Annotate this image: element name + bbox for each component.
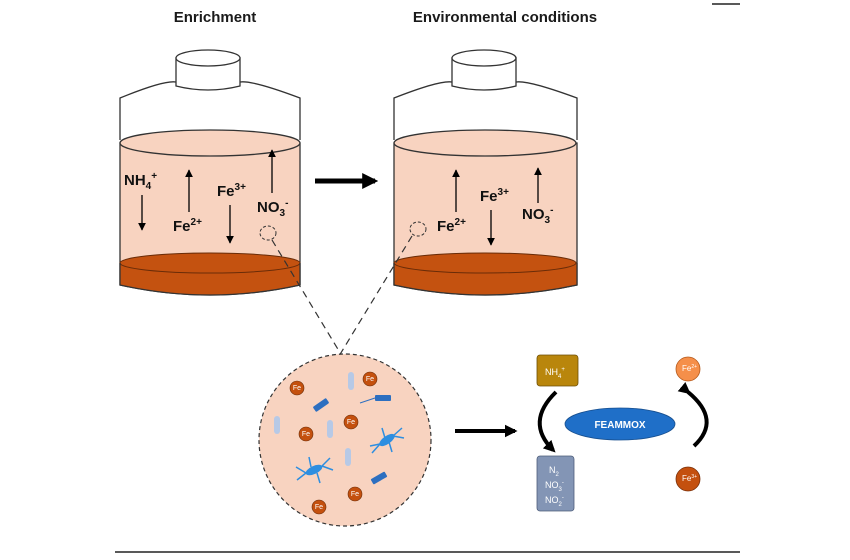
zoom-connector-left <box>271 239 343 357</box>
svg-text:Fe: Fe <box>302 431 310 438</box>
feammox-ellipse <box>564 407 676 441</box>
branched-microbe <box>295 456 334 484</box>
zoom-spot-right <box>409 221 427 237</box>
feammox-label: FEAMMOX <box>594 420 645 431</box>
fe-particle: Fe <box>343 414 359 430</box>
feammox-cycle: NH4+ N2 NO3- NO2- FEAMMOX Fe2+ Fe3+ <box>536 354 709 512</box>
svg-text:Fe2+: Fe2+ <box>682 364 697 373</box>
fe-particle: Fe <box>298 426 314 442</box>
fe2-label: Fe2+ <box>173 217 202 235</box>
fe2-label: Fe2+ <box>437 217 466 235</box>
no3-label: NO3- <box>522 205 553 226</box>
fe2-ion: Fe2+ <box>675 356 701 382</box>
rod-bacterium-dark <box>375 395 391 401</box>
fe-particle: Fe <box>289 380 305 396</box>
rod-bacterium <box>348 372 354 390</box>
svg-text:Fe: Fe <box>293 385 301 392</box>
zoom-view: Fe Fe Fe Fe Fe Fe <box>258 353 432 527</box>
n2-label: N2 <box>549 465 560 478</box>
no3-label: NO3- <box>257 198 288 219</box>
svg-text:Fe3+: Fe3+ <box>682 474 697 483</box>
branched-microbe <box>369 427 405 454</box>
nh4-box <box>536 354 579 387</box>
nh4-box-label: NH4+ <box>545 367 565 380</box>
nitrogen-products-box <box>536 455 575 512</box>
title-environmental-conditions: Environmental conditions <box>413 9 597 26</box>
no3-box-label: NO3- <box>545 480 564 493</box>
liquid-surface <box>393 129 577 157</box>
svg-text:Fe: Fe <box>315 504 323 511</box>
rod-bacterium <box>327 420 333 438</box>
liquid-surface <box>119 129 301 157</box>
fe3-ion: Fe3+ <box>675 466 701 492</box>
flagellum <box>359 397 376 404</box>
rod-bacterium-dark <box>313 398 329 412</box>
environmental-jar: Fe2+ Fe3+ NO3- <box>393 49 578 296</box>
title-enrichment: Enrichment <box>174 9 257 26</box>
rod-bacterium <box>274 416 280 434</box>
svg-text:Fe: Fe <box>347 419 355 426</box>
fe-particle: Fe <box>347 486 363 502</box>
nh4-to-n-curved-arrow <box>537 390 558 453</box>
rod-bacterium <box>345 448 351 466</box>
rod-bacterium-dark <box>370 471 388 485</box>
enrichment-jar: NH4+ Fe2+ Fe3+ NO3- <box>119 49 301 296</box>
fe2-to-fe3-curved-arrow <box>677 382 709 448</box>
svg-text:Fe: Fe <box>366 376 374 383</box>
fe-particle: Fe <box>311 499 327 515</box>
fe-particle: Fe <box>362 371 378 387</box>
no2-box-label: NO2- <box>545 495 564 508</box>
svg-text:Fe: Fe <box>351 491 359 498</box>
fe3-label: Fe3+ <box>217 182 246 200</box>
fe3-label: Fe3+ <box>480 187 509 205</box>
zoom-spot-left <box>259 225 277 241</box>
nh4-label: NH4+ <box>124 171 157 192</box>
